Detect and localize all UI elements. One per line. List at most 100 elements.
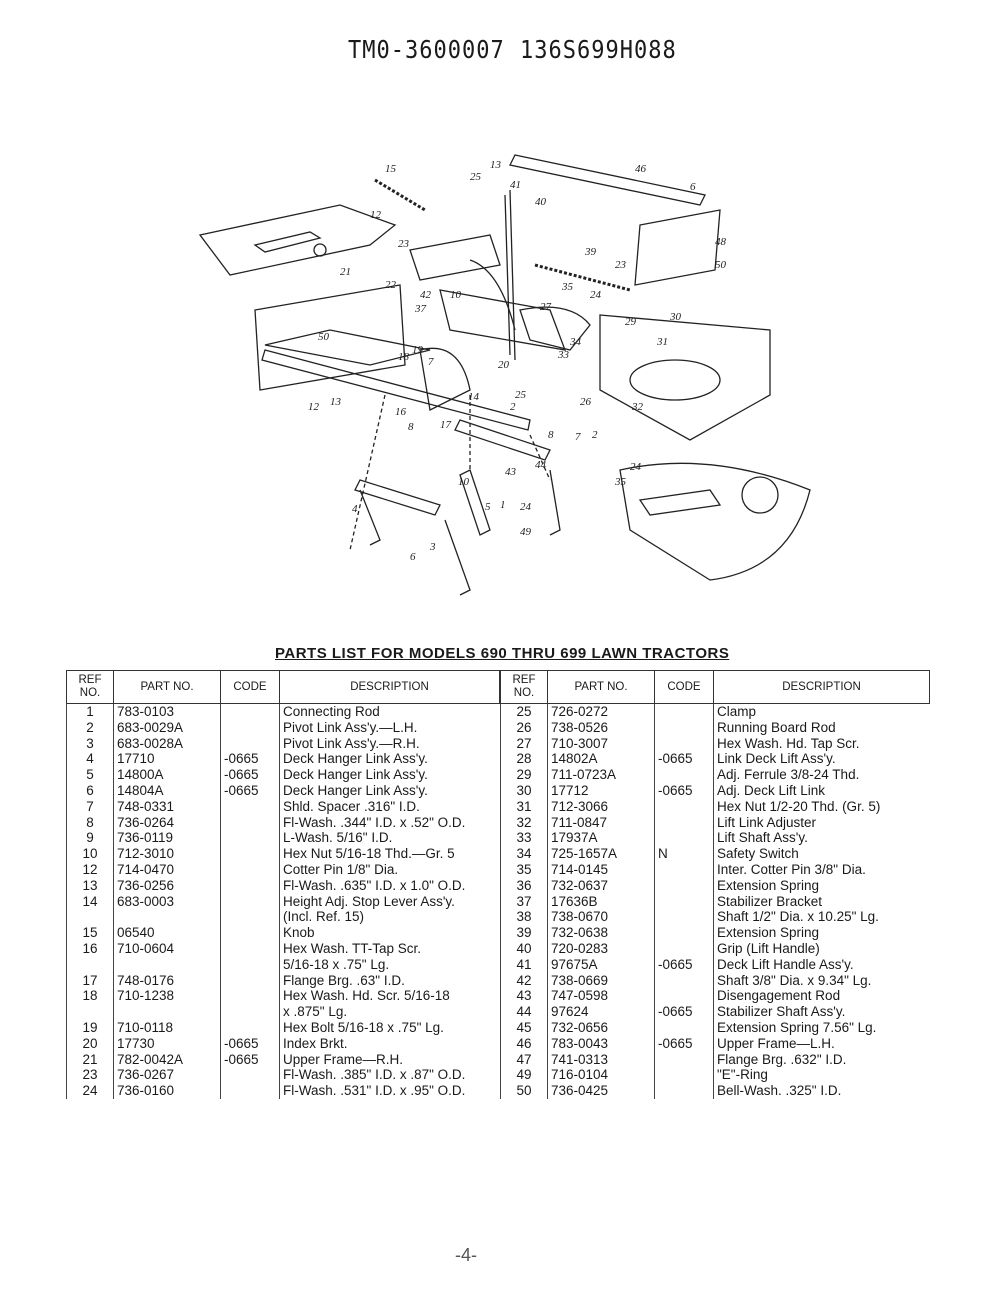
extension-spring bbox=[534, 263, 631, 292]
part-number-cell: 732-0638 bbox=[547, 925, 655, 941]
part-number-cell: 736-0264 bbox=[113, 814, 221, 831]
description-cell: Safety Switch bbox=[713, 846, 930, 862]
code-cell: -0665 bbox=[654, 1035, 714, 1052]
description-cell: Pivot Link Ass'y.—L.H. bbox=[279, 719, 500, 736]
part-number-cell: 683-0028A bbox=[113, 735, 221, 752]
ref-cell: 18 bbox=[66, 988, 114, 1005]
code-cell bbox=[654, 909, 714, 926]
description-cell: Hex Bolt 5/16-18 x .75" Lg. bbox=[279, 1019, 500, 1036]
code-cell: -0665 bbox=[220, 782, 280, 799]
svg-text:48: 48 bbox=[715, 236, 727, 248]
description-cell: Hex Wash. Hd. Scr. 5/16-18 bbox=[279, 988, 500, 1005]
code-cell bbox=[220, 703, 280, 720]
description-cell: Hex Nut 5/16-18 Thd.—Gr. 5 bbox=[279, 846, 500, 862]
svg-text:42: 42 bbox=[420, 289, 432, 301]
footrest-plate bbox=[198, 204, 397, 276]
part-number-cell: 14800A bbox=[113, 767, 221, 783]
ref-cell: 12 bbox=[66, 861, 114, 878]
description-cell: Connecting Rod bbox=[279, 703, 500, 720]
ref-cell: 6 bbox=[66, 782, 114, 799]
upper-frame-rh bbox=[254, 284, 406, 391]
ref-cell: 28 bbox=[500, 751, 548, 768]
part-number-cell: 683-0003 bbox=[113, 893, 221, 910]
svg-text:23: 23 bbox=[398, 238, 410, 250]
part-number-cell: 783-0103 bbox=[113, 703, 221, 720]
extension-spring bbox=[374, 178, 426, 212]
code-cell bbox=[654, 703, 714, 720]
svg-text:14: 14 bbox=[468, 391, 480, 403]
part-number-cell: 710-0118 bbox=[113, 1019, 221, 1036]
code-cell bbox=[220, 798, 280, 815]
svg-text:4: 4 bbox=[352, 503, 358, 515]
ref-cell bbox=[66, 956, 114, 973]
svg-text:25: 25 bbox=[470, 171, 482, 183]
ref-cell: 50 bbox=[500, 1083, 548, 1099]
code-cell bbox=[654, 830, 714, 847]
description-cell: Extension Spring bbox=[713, 925, 930, 941]
description-cell: Deck Hanger Link Ass'y. bbox=[279, 751, 500, 768]
svg-text:29: 29 bbox=[625, 316, 637, 328]
part-number-cell: 17937A bbox=[547, 830, 655, 847]
description-cell: Stabilizer Bracket bbox=[713, 893, 930, 910]
svg-text:50: 50 bbox=[715, 259, 727, 271]
ref-cell: 13 bbox=[66, 877, 114, 894]
svg-text:2: 2 bbox=[592, 429, 598, 441]
ref-cell: 24 bbox=[66, 1083, 114, 1099]
svg-text:46: 46 bbox=[635, 163, 647, 175]
part-number-cell: 97624 bbox=[547, 1004, 655, 1020]
code-cell bbox=[220, 814, 280, 831]
column-header-ref: REF NO. bbox=[66, 670, 114, 704]
svg-text:50: 50 bbox=[318, 331, 330, 343]
svg-text:25: 25 bbox=[515, 389, 527, 401]
part-number-cell: 17712 bbox=[547, 782, 655, 799]
code-cell bbox=[220, 972, 280, 989]
code-cell bbox=[654, 1019, 714, 1036]
description-cell: Adj. Ferrule 3/8-24 Thd. bbox=[713, 767, 930, 783]
part-number-cell: 748-0331 bbox=[113, 798, 221, 815]
part-number-cell: 17710 bbox=[113, 751, 221, 768]
code-cell bbox=[654, 925, 714, 941]
svg-text:17: 17 bbox=[440, 419, 452, 431]
code-cell: -0665 bbox=[654, 956, 714, 973]
description-cell: Fl-Wash. .385" I.D. x .87" O.D. bbox=[279, 1067, 500, 1084]
part-number-cell: 17636B bbox=[547, 893, 655, 910]
code-cell bbox=[654, 798, 714, 815]
code-cell: -0665 bbox=[220, 767, 280, 783]
code-cell: -0665 bbox=[654, 782, 714, 799]
ref-cell bbox=[66, 909, 114, 926]
ref-cell: 2 bbox=[66, 719, 114, 736]
svg-text:8: 8 bbox=[548, 429, 554, 441]
part-number-cell bbox=[113, 909, 221, 926]
svg-text:10: 10 bbox=[450, 289, 462, 301]
description-cell: Flange Brg. .632" I.D. bbox=[713, 1051, 930, 1068]
svg-text:8: 8 bbox=[408, 421, 414, 433]
ref-cell: 4 bbox=[66, 751, 114, 768]
description-cell: Clamp bbox=[713, 703, 930, 720]
part-number-cell: 738-0670 bbox=[547, 909, 655, 926]
table-row: (Incl. Ref. 15) bbox=[66, 909, 500, 926]
ref-cell: 21 bbox=[66, 1051, 114, 1068]
description-cell: Pivot Link Ass'y.—R.H. bbox=[279, 735, 500, 752]
ref-cell: 25 bbox=[500, 703, 548, 720]
part-number-cell: 725-1657A bbox=[547, 846, 655, 862]
ref-cell: 10 bbox=[66, 846, 114, 862]
